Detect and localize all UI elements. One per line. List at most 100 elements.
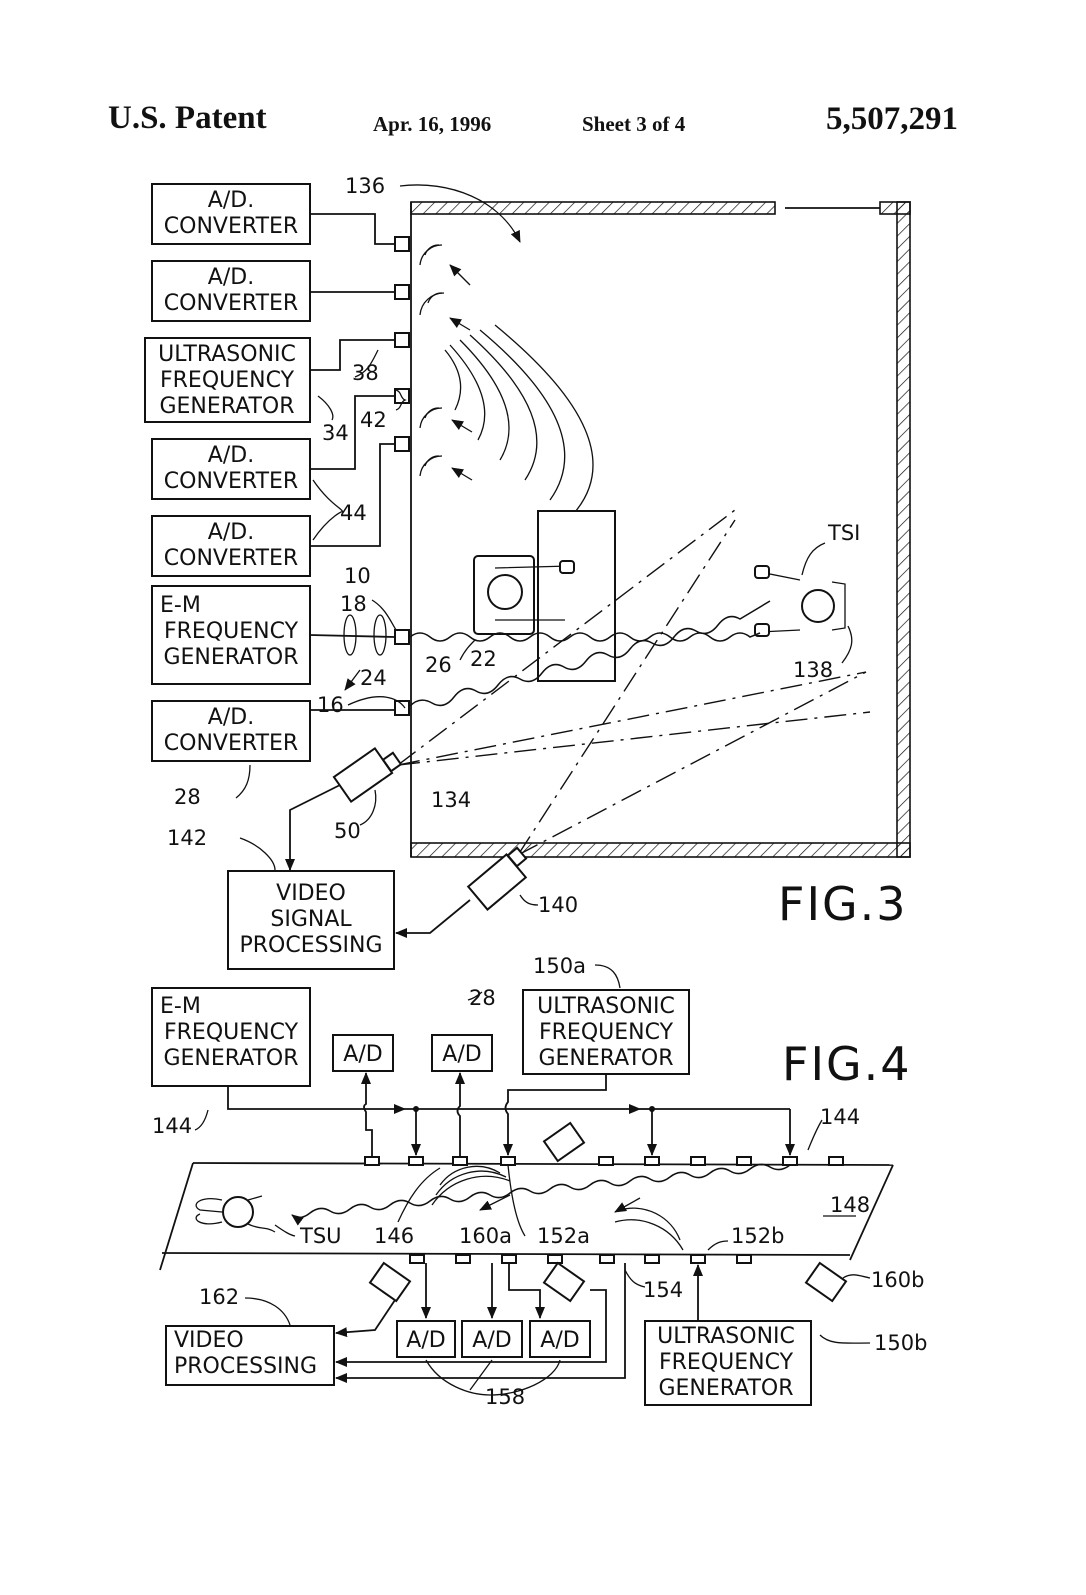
fig4-ultra-b-line1: ULTRASONIC <box>657 1324 795 1349</box>
fig3-wires <box>309 213 407 711</box>
right-wall <box>896 201 911 858</box>
ad-converter-5-line2: CONVERTER <box>164 731 298 756</box>
ad-converter-5-line1: A/D. <box>208 705 254 730</box>
fig4-ref-28: 28 <box>469 986 496 1010</box>
fig4-ultrasonic-box-a <box>522 989 690 1075</box>
room-furniture <box>473 510 846 682</box>
patent-number: 5,507,291 <box>826 101 958 137</box>
fig4-bottom-wires <box>335 1263 871 1383</box>
em-beams <box>344 600 771 707</box>
fig3-reference-numerals: 136 38 34 42 44 10 18 24 16 26 22 28 50 … <box>167 174 860 917</box>
fig4-block-boxes: E-M FREQUENCY GENERATOR A/D A/D ULTRASON… <box>151 987 812 1406</box>
fig4-ref-144-right: 144 <box>820 1105 860 1129</box>
patent-label: U.S. Patent <box>108 100 267 136</box>
ad-converter-1-line2: CONVERTER <box>164 214 298 239</box>
fig4-corridor-content <box>195 1121 848 1303</box>
fig4-em-generator-box <box>151 987 311 1087</box>
ad-converter-box-3 <box>151 438 311 500</box>
em-line3: GENERATOR <box>163 645 298 670</box>
fig4-ad-box-a <box>332 1034 394 1072</box>
fig4-ref-158: 158 <box>485 1385 525 1409</box>
em-receiver <box>394 700 410 716</box>
ref-44: 44 <box>340 501 367 525</box>
fig4-leaders <box>194 964 871 1396</box>
ref-16: 16 <box>317 693 344 717</box>
ref-18: 18 <box>340 592 367 616</box>
ad-converter-box-5 <box>151 700 311 762</box>
fig4-ref-148: 148 <box>830 1193 870 1217</box>
ref-42: 42 <box>360 408 387 432</box>
fig4-ad-box-c <box>396 1320 456 1358</box>
camera-icon <box>542 1261 586 1303</box>
ref-28: 28 <box>174 785 201 809</box>
sensor <box>394 284 410 300</box>
fig4-ref-146: 146 <box>374 1224 414 1248</box>
room-walls <box>410 201 911 858</box>
video-line3: PROCESSING <box>239 933 382 958</box>
wall-sensors <box>394 236 410 716</box>
ultrasonic-line2: FREQUENCY <box>160 368 295 393</box>
ref-140: 140 <box>538 893 578 917</box>
video-line1: VIDEO <box>276 881 346 906</box>
ref-tsi: TSI <box>827 521 860 545</box>
corridor <box>159 1162 894 1271</box>
fig4-em-line1: E-M <box>160 994 201 1019</box>
ref-34: 34 <box>322 421 349 445</box>
video-signal-processing-box <box>227 870 395 970</box>
fig4-ad-c: A/D <box>406 1328 445 1353</box>
ref-24: 24 <box>360 666 387 690</box>
fig4-ref-152a: 152a <box>537 1224 590 1248</box>
camera-icon <box>542 1121 586 1163</box>
fig4-ref-144-left: 144 <box>152 1114 192 1138</box>
fig4-ref-152b: 152b <box>731 1224 784 1248</box>
fig3-leaders <box>235 349 853 906</box>
ad-converter-4-line2: CONVERTER <box>164 546 298 571</box>
fig4-top-wires <box>227 1072 795 1157</box>
fig4-ref-160b: 160b <box>871 1268 924 1292</box>
fig4-ultra-a-line1: ULTRASONIC <box>537 994 675 1019</box>
fig4-diagram: E-M FREQUENCY GENERATOR A/D A/D ULTRASON… <box>151 954 927 1409</box>
fig4-ad-box-b <box>431 1034 493 1072</box>
camera-icon <box>466 846 528 911</box>
em-generator-box <box>151 585 311 685</box>
sheet-number: Sheet 3 of 4 <box>582 112 686 136</box>
video-line2: SIGNAL <box>270 907 352 932</box>
fig4-ultrasonic-box-b <box>644 1320 812 1406</box>
ref-142: 142 <box>167 826 207 850</box>
fig3-diagram: A/D. CONVERTER A/D. CONVERTER ULTRASONIC… <box>144 174 911 970</box>
em-line1: E-M <box>160 593 201 618</box>
camera-icon <box>804 1261 848 1303</box>
fig4-video-line2: PROCESSING <box>174 1354 317 1379</box>
fig4-ref-tsu: TSU <box>299 1224 342 1248</box>
fig4-ad-a: A/D <box>343 1042 382 1067</box>
fig4-video-line1: VIDEO <box>174 1328 244 1353</box>
sensor <box>394 436 410 452</box>
patent-date: Apr. 16, 1996 <box>373 112 492 136</box>
ultrasonic-emitter <box>394 332 410 348</box>
fig4-ref-150b: 150b <box>874 1331 927 1355</box>
fig4-ad-box-e <box>529 1320 591 1358</box>
corridor-sensors <box>364 1156 844 1264</box>
desk <box>537 510 616 682</box>
fig4-reference-numerals: 28 150a 144 144 148 TSU 146 160a 152a 15… <box>152 954 927 1409</box>
ad-converter-2-line1: A/D. <box>208 265 254 290</box>
fig4-em-line3: GENERATOR <box>163 1046 298 1071</box>
fig4-ultra-b-line2: FREQUENCY <box>659 1350 794 1375</box>
ad-converter-4-line1: A/D. <box>208 520 254 545</box>
ultrasonic-generator-box <box>144 337 311 423</box>
top-wall-left <box>410 201 776 215</box>
sensor <box>394 236 410 252</box>
ultrasonic-line1: ULTRASONIC <box>158 342 296 367</box>
ultrasonic-waves <box>399 184 594 513</box>
video-wires <box>285 784 471 938</box>
walking-person-icon <box>195 1195 276 1233</box>
fig4-ref-154: 154 <box>643 1278 683 1302</box>
fig4-ref-162: 162 <box>199 1285 239 1309</box>
fig4-video-processing-box <box>165 1325 335 1386</box>
ad-converter-1-line1: A/D. <box>208 188 254 213</box>
ref-134: 134 <box>431 788 471 812</box>
fig4-ref-150a: 150a <box>533 954 586 978</box>
ref-136: 136 <box>345 174 385 198</box>
ref-22: 22 <box>470 647 497 671</box>
